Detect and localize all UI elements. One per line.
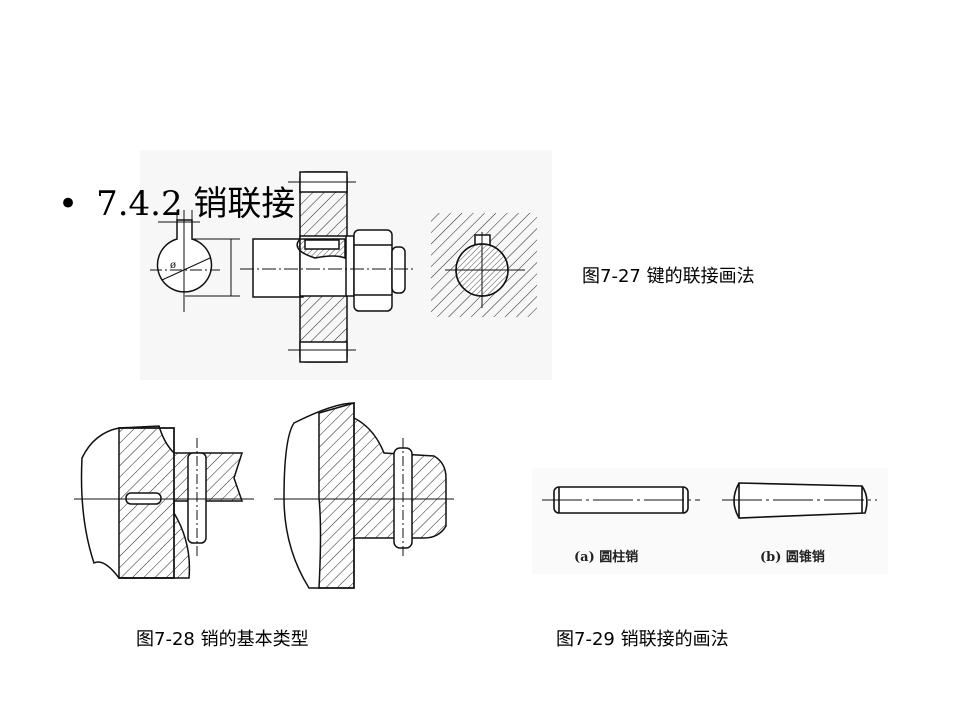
shaft-cross-section: ø [150,210,240,312]
gear-shaft-assembly [240,171,415,363]
figure-7-27-caption: 图7-27 键的联接画法 [582,266,755,287]
figure-7-28-caption: 图7-28 销的基本类型 [136,629,309,650]
cylindrical-pin-label: (a) 圆柱销 [574,550,639,565]
figure-7-28-pin-types-drawing [74,398,454,593]
title-text: 7.4.2 销联接 [96,184,296,224]
figure-7-29-caption: 图7-29 销联接的画法 [556,629,729,650]
figure-7-27-key-connection-drawing: ø [140,150,552,380]
cylindrical-pin [542,486,700,514]
hub-cross-section [431,213,537,317]
figure-7-29-pin-drawing [532,468,888,574]
slide-title: • 7.4.2 销联接 [58,176,295,225]
bullet-icon: • [58,184,79,224]
part-left-with-pin [74,425,254,579]
tapered-pin-label: (b) 圆锥销 [760,550,825,565]
part-right-with-pin [274,402,454,589]
tapered-pin [722,482,877,519]
svg-text:ø: ø [170,260,176,271]
